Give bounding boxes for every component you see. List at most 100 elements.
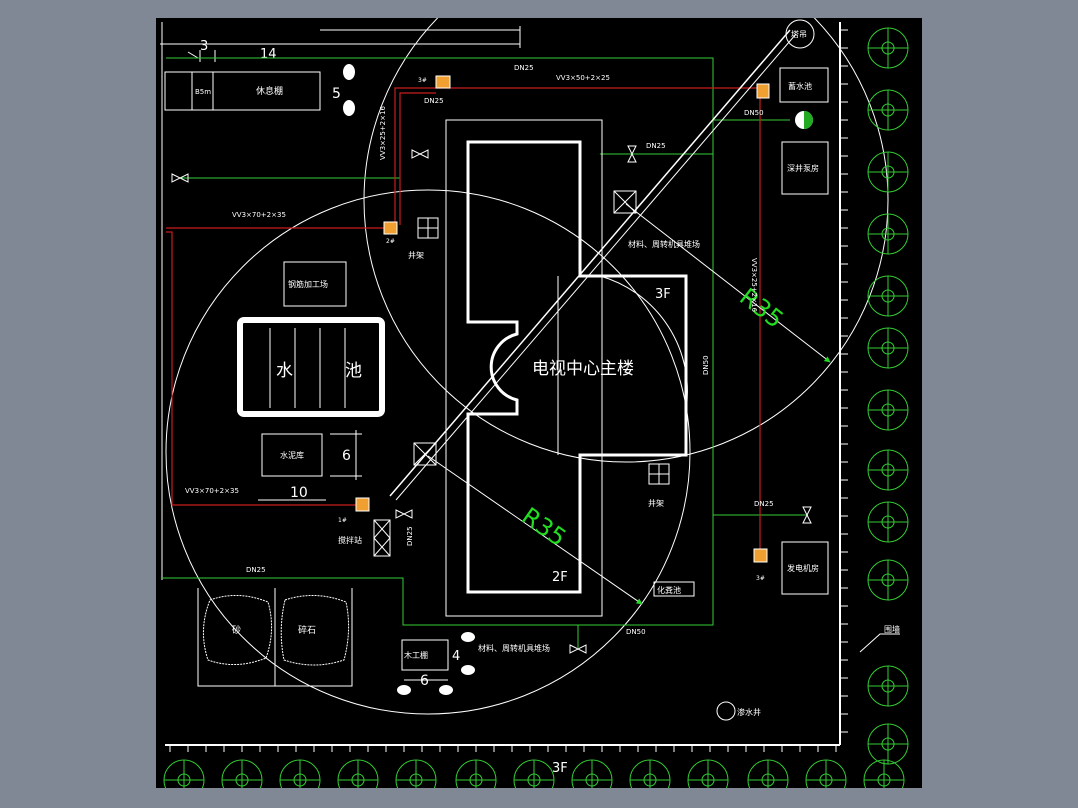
pipe-label-dn50c: DN50 bbox=[626, 628, 646, 636]
pipe-label-dn25e: DN25 bbox=[754, 500, 774, 508]
pipe-label-dn25a: DN25 bbox=[514, 64, 534, 72]
site-fence bbox=[161, 22, 841, 746]
fence-label: 围墙 bbox=[884, 624, 900, 634]
deep-well-pump-label: 深井泵房 bbox=[787, 163, 819, 173]
cable-label-3: VV3×70+2×35 bbox=[185, 487, 239, 495]
pipe-label-dn25b: DN25 bbox=[424, 97, 444, 105]
cable-label-4: VV3×25+2×16 bbox=[379, 106, 387, 160]
tree-right-7 bbox=[867, 449, 909, 491]
generator-room bbox=[781, 541, 829, 595]
tree-bottom-4 bbox=[395, 759, 437, 788]
mixing-station bbox=[373, 519, 391, 557]
floor-3f-top: 3F bbox=[655, 287, 671, 302]
transformer-label-4: 3# bbox=[756, 575, 765, 582]
pipe-label-dn25d: DN25 bbox=[246, 566, 266, 574]
transformer-label-1: 1# bbox=[338, 517, 347, 524]
rest-shed bbox=[164, 71, 321, 111]
tree-bottom-9 bbox=[687, 759, 729, 788]
fence-ticks-right bbox=[840, 29, 848, 733]
tower-crane-base bbox=[785, 19, 815, 49]
reservoir bbox=[779, 67, 829, 103]
gravel-label: 碎石 bbox=[298, 624, 316, 636]
deep-well-pump-house bbox=[781, 141, 829, 195]
pipe-label-dn25f: DN25 bbox=[406, 526, 414, 546]
tree-bottom-6 bbox=[513, 759, 555, 788]
pipe-label-dn50a: DN50 bbox=[744, 109, 764, 117]
power-cable-lines bbox=[166, 87, 761, 555]
dim-4: 4 bbox=[452, 649, 460, 664]
cable-label-1: VV3×50+2×25 bbox=[556, 74, 610, 82]
reservoir-label: 蓄水池 bbox=[788, 81, 812, 91]
floor-3f-bottom: 3F bbox=[552, 761, 568, 776]
tree-bottom-0 bbox=[163, 759, 205, 788]
well-frame-2 bbox=[648, 463, 670, 485]
cad-viewport[interactable]: 3 14 B5m 休息棚 5 1# 2# 3# 3# bbox=[156, 18, 922, 788]
pipe-label-dn25c: DN25 bbox=[646, 142, 666, 150]
dim-10: 10 bbox=[290, 485, 308, 501]
sand-gravel-yard bbox=[197, 588, 353, 687]
tower-crane-label: 塔吊 bbox=[791, 29, 807, 39]
tree-right-0 bbox=[867, 27, 909, 69]
floor-2f: 2F bbox=[552, 570, 568, 585]
crane-radius-circle-lower bbox=[165, 189, 691, 715]
transformers bbox=[355, 75, 770, 563]
cable-label-2: VV3×70+2×35 bbox=[232, 211, 286, 219]
tree-bottom-1 bbox=[221, 759, 263, 788]
well-frame-1 bbox=[417, 217, 439, 239]
pool-label-right: 池 bbox=[345, 361, 362, 381]
mixing-station-label: 搅拌站 bbox=[338, 535, 362, 545]
pool-label-left: 水 bbox=[276, 361, 293, 381]
pipe-label-dn50b: DN50 bbox=[702, 355, 710, 375]
tree-right-2 bbox=[867, 151, 909, 193]
cable-label-5: VV3×25+2×16 bbox=[750, 258, 758, 312]
tree-bottom-2 bbox=[279, 759, 321, 788]
tower-crane-jib bbox=[389, 29, 797, 501]
tree-bottom-5 bbox=[455, 759, 497, 788]
tree-right-8 bbox=[867, 501, 909, 543]
tree-right-10 bbox=[867, 665, 909, 707]
septic-tank-label: 化粪池 bbox=[657, 585, 681, 595]
top-dimension-strip bbox=[160, 26, 521, 62]
radius-arrow-upper bbox=[625, 203, 831, 363]
dim-6a: 6 bbox=[342, 448, 351, 464]
rest-mark: B5m bbox=[195, 88, 211, 96]
material-yard-label-2: 材料、周转机具堆场 bbox=[478, 643, 550, 653]
water-pool bbox=[237, 317, 385, 417]
dim-5: 5 bbox=[332, 86, 341, 102]
dim-6b: 6 bbox=[420, 673, 429, 689]
fence-ticks-bottom bbox=[169, 745, 837, 752]
tree-bottom-11 bbox=[805, 759, 847, 788]
tree-right-11 bbox=[867, 723, 909, 765]
well-frame-label-2: 井架 bbox=[648, 498, 664, 508]
dim-3: 3 bbox=[200, 39, 208, 54]
tree-right-5 bbox=[867, 327, 909, 369]
site-plan-drawing: 3 14 B5m 休息棚 5 1# 2# 3# 3# bbox=[160, 18, 909, 788]
main-building bbox=[445, 119, 688, 617]
tree-right-9 bbox=[867, 559, 909, 601]
tree-bottom-7 bbox=[571, 759, 613, 788]
dim-14: 14 bbox=[260, 47, 277, 62]
radius-arrow-lower bbox=[427, 455, 643, 605]
seepage-well-label: 渗水井 bbox=[737, 707, 761, 717]
transformer-label-2: 2# bbox=[386, 238, 395, 245]
valves bbox=[171, 145, 812, 654]
septic-tank bbox=[653, 581, 695, 597]
generator-room-label: 发电机房 bbox=[787, 563, 819, 573]
sand-label: 砂 bbox=[232, 624, 241, 636]
tree-right-3 bbox=[867, 213, 909, 255]
water-supply-lines bbox=[162, 57, 808, 648]
carpentry-shed bbox=[401, 639, 449, 671]
crane-radius-circle-upper bbox=[363, 18, 889, 463]
tree-right-6 bbox=[867, 389, 909, 431]
tree-bottom-10 bbox=[747, 759, 789, 788]
trees bbox=[163, 27, 909, 788]
tree-bottom-8 bbox=[629, 759, 671, 788]
radius-label-lower: R35 bbox=[517, 502, 572, 552]
rebar-yard bbox=[283, 261, 347, 307]
radius-label-upper: R35 bbox=[734, 283, 788, 334]
seepage-well bbox=[716, 701, 736, 721]
tree-right-4 bbox=[867, 275, 909, 317]
material-yard-label-1: 材料、周转机具堆场 bbox=[628, 239, 700, 249]
transformer-label-3: 3# bbox=[418, 77, 427, 84]
rest-shed-label: 休息棚 bbox=[256, 85, 283, 97]
